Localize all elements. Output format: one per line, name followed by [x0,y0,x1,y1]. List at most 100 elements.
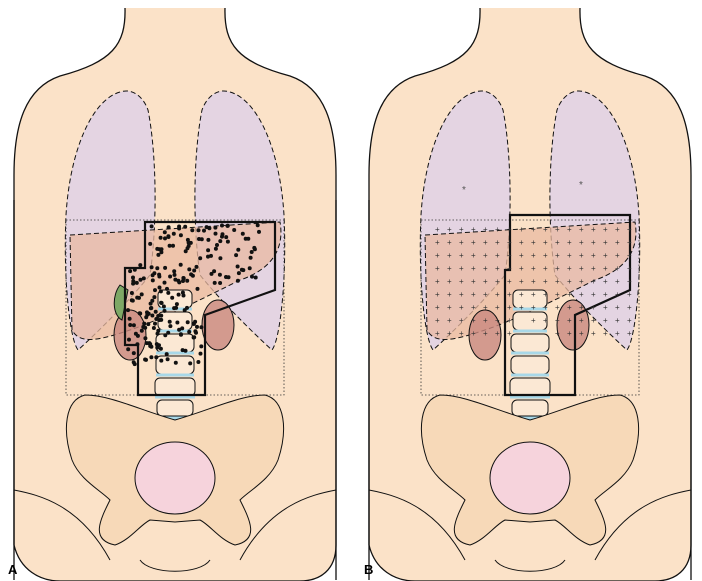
node-dot [177,226,182,231]
node-dot [257,229,261,234]
node-dot [178,233,183,238]
cross-marker: + [603,251,608,260]
cross-marker: + [435,277,440,286]
node-dot [165,357,170,362]
node-dot [175,320,180,325]
cross-marker: + [459,225,464,234]
cross-marker: + [483,251,488,260]
node-dot [162,230,167,235]
node-dot [157,285,162,290]
node-dot [196,228,201,233]
cross-marker: + [519,238,524,247]
node-dot [146,322,151,327]
cross-marker: + [627,225,632,234]
cross-marker: + [603,264,608,273]
node-dot [128,269,133,274]
node-dot [150,298,155,303]
node-dot [194,330,198,335]
cross-marker: + [519,277,524,286]
node-dot [218,281,223,285]
cross-marker: + [555,329,560,338]
node-dot [234,253,239,258]
node-dot [131,351,136,356]
cross-marker: + [447,290,452,299]
cross-marker: + [615,225,620,234]
node-dot [209,271,214,276]
node-dot [188,361,193,366]
node-dot [166,290,171,295]
node-dot [218,256,223,261]
cross-marker: + [519,225,524,234]
node-dot [143,336,148,341]
node-dot [172,269,177,274]
node-dot [150,278,155,283]
lung-mark-left: * [462,185,466,196]
cross-marker: + [567,290,572,299]
node-dot [181,279,185,283]
cross-marker: + [543,251,548,260]
node-dot [218,239,223,244]
node-dot [198,256,203,261]
node-dot [143,357,148,362]
node-dot [185,278,190,283]
node-dot [159,300,164,305]
cross-marker: + [459,303,464,312]
node-dot [212,280,217,285]
node-dot [163,265,168,270]
node-dot [162,280,167,285]
cross-marker: + [531,290,536,299]
cross-marker: + [603,238,608,247]
cross-marker: + [555,264,560,273]
cross-marker: + [579,264,584,273]
node-dot [171,231,176,236]
node-dot [166,234,171,239]
cross-marker: + [507,238,512,247]
node-dot [198,351,203,356]
cross-marker: + [519,251,524,260]
cross-marker: + [447,264,452,273]
node-dot [206,237,211,242]
cross-marker: + [531,277,536,286]
cross-marker: + [579,290,584,299]
node-dot [191,335,196,340]
node-dot [236,247,241,252]
cross-marker: + [447,277,452,286]
cross-marker: + [567,251,572,260]
node-dot [141,276,146,281]
cross-marker: + [459,238,464,247]
cross-marker: + [555,225,560,234]
cross-marker: + [447,316,452,325]
node-dot [185,320,190,325]
node-dot [195,286,200,291]
node-dot [131,323,136,328]
cross-marker: + [507,225,512,234]
node-dot [213,225,218,230]
node-dot [225,223,230,228]
node-dot [186,240,191,245]
lung-mark-right: * [579,180,583,191]
cross-marker: + [591,329,596,338]
node-dot [183,249,188,254]
cross-marker: + [495,277,500,286]
node-dot [128,323,133,327]
node-dot [213,231,218,236]
node-dot [187,329,192,334]
node-dot [154,317,159,321]
cross-marker: + [543,277,548,286]
node-dot [131,360,136,365]
cross-marker: + [435,303,440,312]
cross-marker: + [555,303,560,312]
node-dot [146,311,151,316]
cross-marker: + [603,303,608,312]
cross-marker: + [459,316,464,325]
node-dot [183,224,188,229]
cross-marker: + [471,264,476,273]
node-dot [127,316,132,321]
cross-marker: + [519,303,524,312]
node-dot [131,275,135,280]
cross-marker: + [483,238,488,247]
node-dot [150,273,155,278]
node-dot [148,344,153,348]
cross-marker: + [591,316,596,325]
